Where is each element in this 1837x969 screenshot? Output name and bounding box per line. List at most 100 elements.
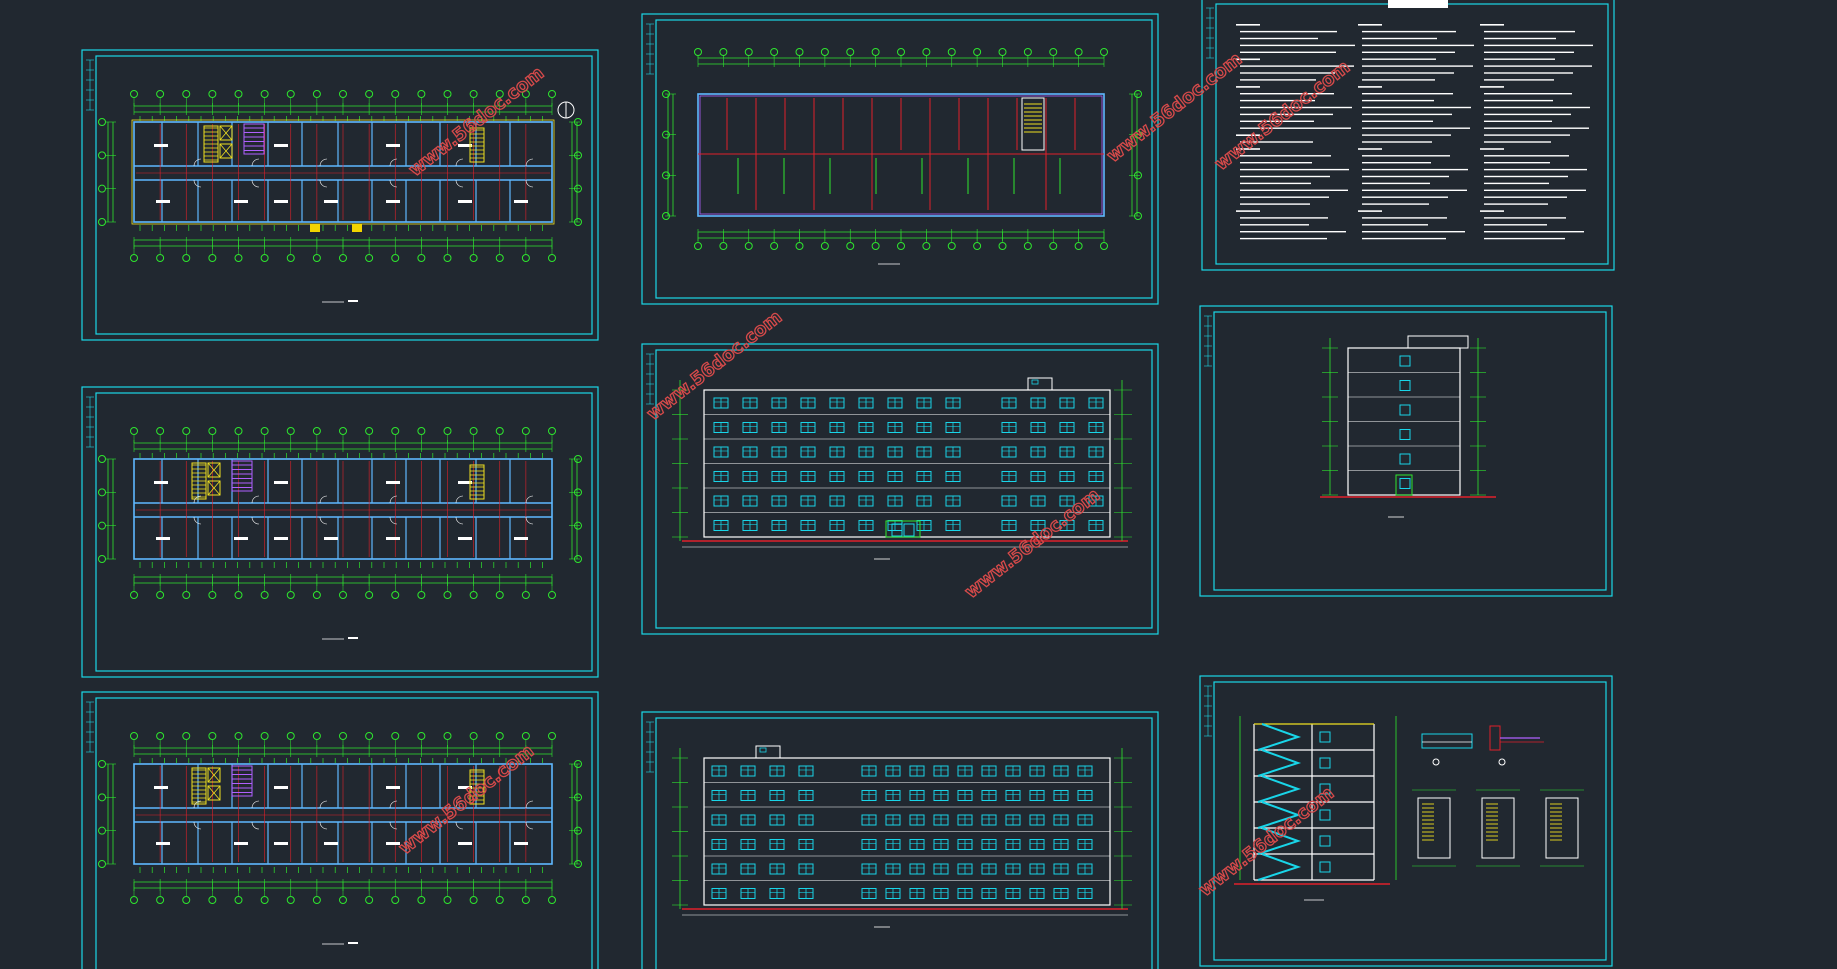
notes-heading bbox=[1236, 58, 1260, 61]
axis-bubble bbox=[469, 591, 478, 599]
notes-text-line bbox=[1362, 162, 1431, 164]
axis-bubble bbox=[156, 896, 165, 904]
door-swing bbox=[525, 800, 534, 809]
notes-text-line bbox=[1240, 106, 1352, 109]
axis-bubble bbox=[260, 732, 269, 740]
door-swing bbox=[525, 179, 534, 188]
notes-text-line bbox=[1362, 141, 1432, 143]
roof-stair-box bbox=[1027, 377, 1053, 391]
notes-text-line bbox=[1362, 65, 1473, 67]
notes-text-line bbox=[1240, 120, 1314, 122]
room-label bbox=[458, 144, 472, 147]
notes-text-line bbox=[1484, 224, 1547, 226]
axis-bubble bbox=[208, 732, 217, 740]
toilet-outline bbox=[231, 460, 253, 492]
axis-bubble bbox=[312, 896, 321, 904]
notes-heading bbox=[1236, 134, 1260, 136]
notes-text-line bbox=[1484, 65, 1592, 67]
sheet-outer-border bbox=[1199, 305, 1613, 597]
detail-callout bbox=[1432, 758, 1440, 766]
notes-heading bbox=[1236, 148, 1260, 150]
axis-bubble bbox=[98, 184, 106, 193]
axis-bubble bbox=[770, 48, 779, 56]
parapet-line bbox=[699, 95, 1103, 215]
notes-text-line bbox=[1484, 203, 1548, 205]
axis-bubble bbox=[208, 896, 217, 904]
door-swing bbox=[319, 800, 328, 809]
axis-bubble bbox=[469, 90, 478, 98]
room-label bbox=[234, 537, 248, 540]
sheet-inner-border bbox=[655, 349, 1153, 629]
room-label bbox=[274, 537, 288, 540]
notes-text-line bbox=[1362, 58, 1436, 60]
axis-bubble bbox=[286, 591, 295, 599]
room-label bbox=[514, 842, 528, 845]
elevator-cross bbox=[219, 143, 233, 159]
window bbox=[1399, 355, 1411, 367]
axis-bubble bbox=[286, 254, 295, 262]
axis-bubble bbox=[521, 254, 530, 262]
door-swing bbox=[455, 821, 464, 830]
door-swing bbox=[455, 800, 464, 809]
axis-bubble bbox=[871, 242, 880, 250]
axis-bubble bbox=[897, 48, 905, 56]
notes-text-line bbox=[1362, 72, 1454, 74]
stair-outline bbox=[469, 464, 485, 500]
axis-bubble bbox=[234, 90, 243, 98]
axis-bubble bbox=[548, 732, 556, 740]
axis-bubble bbox=[770, 242, 779, 250]
notes-heading bbox=[1358, 86, 1382, 88]
notes-text-line bbox=[1484, 30, 1575, 33]
window bbox=[1319, 731, 1331, 743]
room-label bbox=[154, 144, 168, 147]
detail-drawings bbox=[1421, 725, 1544, 766]
room-label bbox=[324, 842, 338, 845]
notes-text-line bbox=[1362, 79, 1435, 81]
entrance-canopy bbox=[1395, 474, 1413, 496]
roof-outline bbox=[697, 93, 1105, 217]
door-swing bbox=[319, 495, 328, 504]
axis-bubble bbox=[234, 896, 243, 904]
notes-text-line bbox=[1240, 175, 1330, 178]
axis-bubble bbox=[339, 591, 347, 599]
axis-bubble bbox=[391, 896, 400, 904]
axis-bubble bbox=[719, 242, 728, 250]
room-label bbox=[324, 200, 338, 203]
notes-text-line bbox=[1484, 168, 1587, 171]
axis-bubble bbox=[312, 427, 321, 435]
axis-bubble bbox=[391, 732, 400, 740]
notes-text-line bbox=[1484, 155, 1569, 157]
axis-bubble bbox=[495, 896, 504, 904]
roof-stair-box bbox=[755, 745, 781, 759]
axis-bubble bbox=[312, 90, 321, 98]
axis-bubble bbox=[973, 48, 982, 56]
door-swing bbox=[193, 821, 202, 830]
axis-bubble bbox=[662, 212, 670, 220]
notes-text-line bbox=[1362, 120, 1433, 122]
notes-text-line bbox=[1484, 182, 1549, 185]
stair-core bbox=[469, 769, 485, 805]
notes-text-line bbox=[1362, 51, 1455, 53]
door-swing bbox=[455, 516, 464, 525]
axis-bubble bbox=[391, 254, 400, 262]
axis-bubble bbox=[98, 555, 106, 563]
sheets-layer bbox=[81, 0, 1615, 969]
sheet-roof-plan bbox=[641, 13, 1159, 305]
notes-text-line bbox=[1362, 30, 1456, 33]
axis-bubble bbox=[98, 118, 106, 126]
room-label bbox=[386, 481, 400, 484]
door-swing bbox=[251, 179, 260, 188]
stair-core bbox=[469, 127, 485, 163]
axis-bubble bbox=[495, 591, 504, 599]
axis-bubble bbox=[574, 455, 582, 463]
stair-plan-detail bbox=[1540, 789, 1584, 867]
notes-text-line bbox=[1362, 44, 1474, 47]
axis-bubble bbox=[947, 242, 956, 250]
axis-bubble bbox=[260, 896, 269, 904]
stair-core bbox=[191, 767, 207, 805]
stair-outline bbox=[469, 127, 485, 163]
notes-text-line bbox=[1240, 113, 1333, 116]
door-swing bbox=[193, 158, 202, 167]
sheet-plan-2 bbox=[81, 386, 599, 678]
